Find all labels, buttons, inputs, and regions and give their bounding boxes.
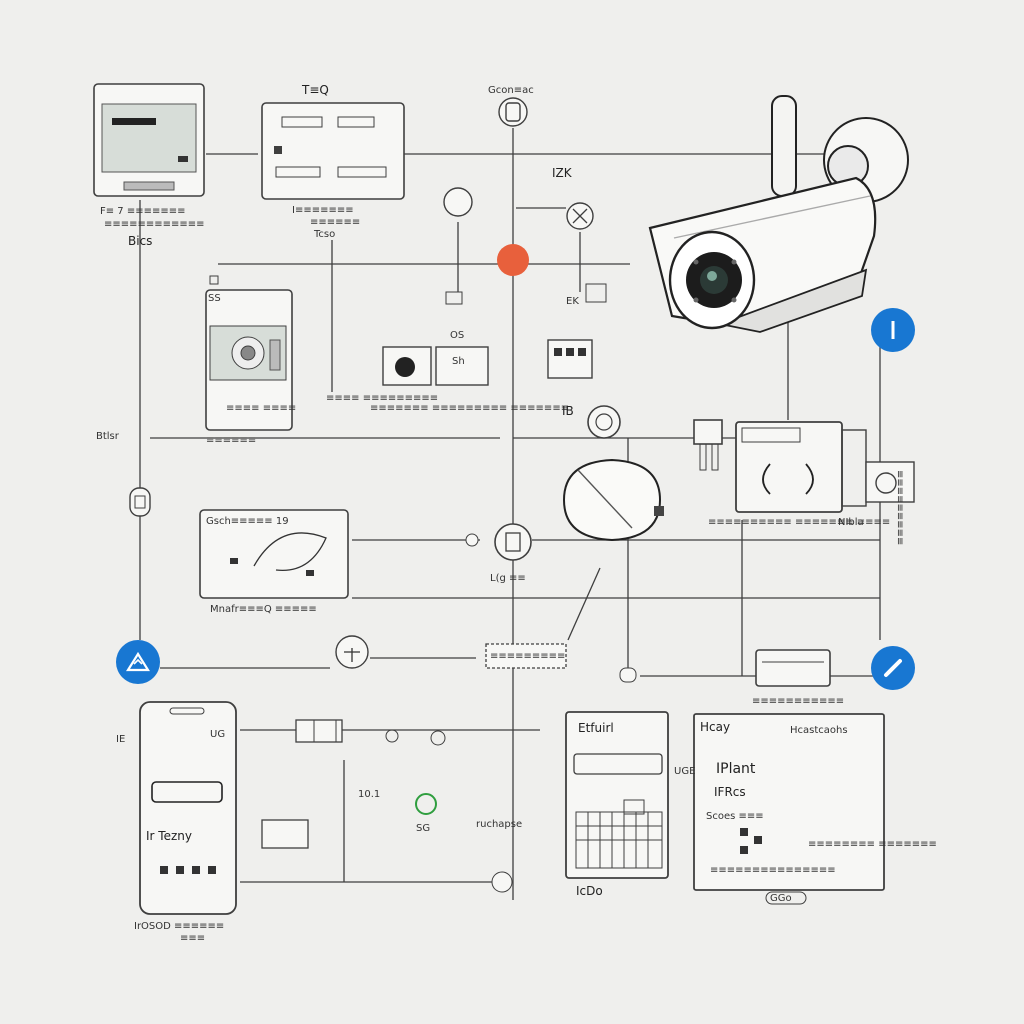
ss-label: SS (208, 293, 221, 304)
right-panel-head2: Hcastcaohs (790, 725, 848, 736)
camera-box-device (205, 275, 293, 431)
panel-a-caption: F≡ 7 ≡≡≡≡≡≡≡ (100, 206, 186, 217)
controller-board (735, 421, 915, 513)
tablet-title: Etfuirl (578, 721, 614, 735)
camera-row-caption3: ≡≡≡≡≡≡ (206, 435, 257, 446)
right-panel-h2: IFRcs (714, 785, 746, 799)
ib-label: IB (562, 404, 574, 418)
bottom-mid-number: 10.1 (358, 789, 381, 800)
right-panel-cap: GGo (770, 893, 792, 904)
info-panel (693, 713, 885, 905)
bics-label: Bics (128, 234, 153, 248)
pencil-icon[interactable] (871, 646, 915, 690)
mid-left-title: Gsch≡≡≡≡≡ 19 (206, 516, 289, 527)
mid-left-caption: Mnafr≡≡≡Q ≡≡≡≡≡ (210, 604, 317, 615)
camera-small-caption: ≡≡≡≡ ≡≡≡≡ (226, 403, 297, 414)
bottom-mid-sg: SG (416, 823, 431, 834)
os-label: OS (450, 330, 465, 341)
top-pill-label: Gcon≡ac (488, 85, 534, 96)
monitor-device (93, 83, 205, 197)
top-center-label: T≡Q (302, 83, 329, 97)
camera-row-caption2: ≡≡≡≡≡≡≡ ≡≡≡≡≡≡≡≡≡ ≡≡≡≡≡≡≡ (370, 403, 570, 414)
panel-b-caption: I≡≡≡≡≡≡≡ (292, 205, 354, 216)
bottom-ug-label: UG (210, 729, 226, 740)
sensor-device (562, 458, 664, 542)
tablet-device (565, 711, 669, 879)
router-label: L(g ≡≡ (490, 573, 526, 584)
ekd-label: EK (566, 296, 579, 307)
tablet-caption: IcDo (576, 884, 603, 898)
security-camera-icon (648, 95, 909, 333)
right-panel-h3: Scoes ≡≡≡ (706, 811, 764, 822)
lock-node (498, 97, 528, 127)
right-panel-footer: ≡≡≡≡≡≡≡≡≡≡≡≡≡≡≡ (710, 865, 836, 876)
warning-triangle-icon[interactable] (116, 640, 160, 684)
drive-caption: ≡≡≡≡≡≡≡≡≡≡≡ (752, 696, 845, 707)
switch-panel (261, 102, 405, 200)
phone-caption: IrOSOD ≡≡≡≡≡≡ (134, 921, 225, 932)
phone-caption2: ≡≡≡ (180, 933, 206, 944)
panel-a-sub: ≡≡≡≡≡≡≡≡≡≡≡≡ (104, 219, 205, 230)
left-side-label: Btlsr (96, 431, 119, 442)
right-panel-title: Hcay (700, 720, 731, 734)
right-vertical-label: ≡≡≡≡≡≡≡≡≡ (894, 470, 905, 546)
monitor-panel (199, 509, 349, 599)
tablet-side-label: UGE (674, 766, 696, 777)
right-panel-note: ≡≡≡≡≡≡≡≡ ≡≡≡≡≡≡≡ (808, 839, 937, 850)
panel-b-sub2: Tcso (314, 229, 336, 240)
dotted-box-label: ≡≡≡≡≡≡≡≡≡ (490, 651, 566, 662)
board-caption: ≡≡≡≡≡≡≡≡≡≡ ≡≡≡≡≡≡≡ ≡≡≡≡ (708, 517, 891, 528)
six-label: Sh (452, 356, 465, 367)
bottom-mid-text: ruchapse (476, 819, 523, 830)
info-icon[interactable] (871, 308, 915, 352)
phone-device (139, 701, 237, 915)
izk-label: IZK (552, 166, 572, 180)
camera-row-caption: ≡≡≡≡ ≡≡≡≡≡≡≡≡≡ (326, 393, 439, 404)
board-caption2: NIbla (838, 517, 864, 528)
right-panel-h1: IPlant (716, 761, 756, 777)
phone-text: Ir Tezny (146, 829, 192, 843)
bottom-ie-label: IE (116, 734, 126, 745)
panel-b-sub: ≡≡≡≡≡≡ (310, 217, 361, 228)
